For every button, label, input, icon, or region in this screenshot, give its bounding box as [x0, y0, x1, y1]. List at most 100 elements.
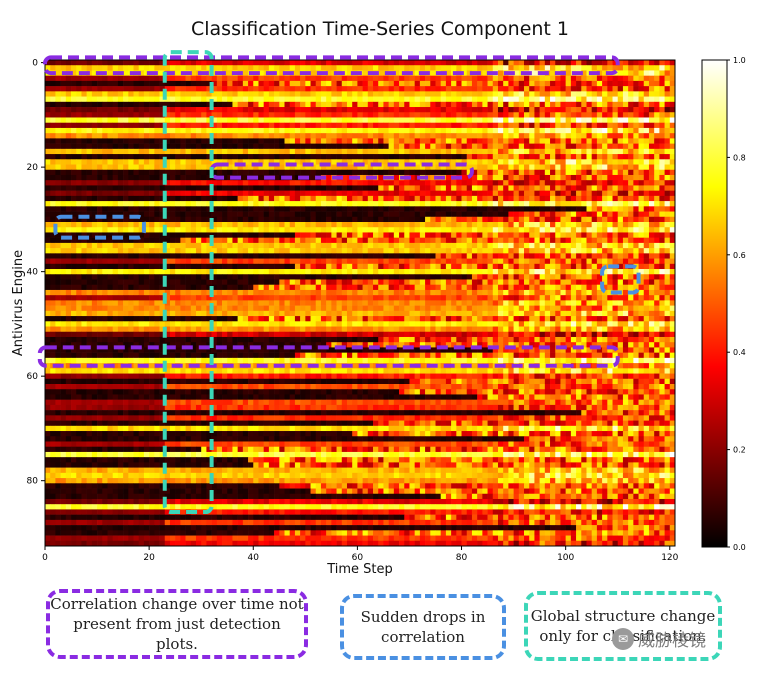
heat-cell — [284, 269, 291, 275]
heat-cell — [65, 159, 72, 165]
heat-cell — [232, 159, 238, 165]
heat-cell — [107, 242, 113, 249]
heat-cell — [91, 101, 98, 108]
heat-cell — [112, 154, 119, 160]
heat-cell — [576, 263, 582, 270]
heat-cell — [274, 253, 280, 259]
heat-cell — [633, 70, 639, 76]
heat-cell — [169, 101, 176, 108]
heat-cell — [336, 201, 343, 207]
heat-cell — [565, 248, 572, 254]
heat-cell — [237, 258, 244, 265]
heat-cell — [607, 127, 613, 134]
heat-cell — [591, 154, 598, 160]
heat-cell — [393, 143, 400, 150]
heat-cell — [143, 169, 150, 176]
heat-cell — [336, 143, 343, 150]
heat-cell — [362, 60, 369, 66]
heat-cell — [643, 232, 650, 238]
heat-cell — [45, 180, 51, 186]
heat-cell — [227, 70, 233, 76]
heat-cell — [128, 195, 134, 202]
heat-cell — [258, 60, 264, 66]
heat-cell — [284, 164, 291, 171]
heat-cell — [195, 174, 202, 181]
heat-cell — [617, 195, 624, 202]
heat-cell — [320, 154, 327, 160]
heat-cell — [659, 101, 665, 108]
heat-cell — [419, 107, 426, 113]
heat-cell — [638, 91, 645, 97]
heat-cell — [258, 133, 264, 139]
heat-cell — [617, 127, 624, 134]
heat-cell — [201, 253, 207, 259]
heat-cell — [284, 185, 291, 191]
heat-cell — [65, 60, 72, 66]
heat-cell — [388, 216, 395, 223]
heat-cell — [508, 253, 514, 259]
heat-cell — [279, 222, 285, 228]
heat-cell — [227, 117, 233, 124]
heat-cell — [65, 258, 72, 265]
heat-cell — [612, 201, 619, 207]
heat-cell — [612, 96, 619, 103]
heat-cell — [492, 206, 499, 212]
heat-cell — [477, 174, 483, 181]
heat-cell — [86, 107, 93, 113]
heat-cell — [586, 60, 592, 66]
heat-cell — [107, 269, 113, 275]
heat-cell — [164, 222, 171, 228]
heat-cell — [560, 143, 566, 150]
heat-cell — [253, 185, 259, 191]
heat-cell — [294, 112, 301, 118]
heat-cell — [55, 154, 61, 160]
heat-cell — [419, 75, 426, 82]
heat-cell — [201, 201, 207, 207]
heat-cell — [534, 185, 540, 191]
heat-cell — [388, 75, 395, 82]
heat-cell — [654, 211, 660, 218]
heat-cell — [492, 148, 499, 155]
heat-cell — [248, 154, 254, 160]
heat-cell — [133, 164, 140, 171]
heat-cell — [628, 101, 634, 108]
heat-cell — [367, 201, 374, 207]
heat-cell — [602, 80, 608, 87]
heat-cell — [149, 195, 155, 202]
heat-cell — [237, 75, 244, 82]
heat-cell — [477, 258, 483, 265]
heat-cell — [180, 112, 186, 118]
heat-cell — [534, 263, 540, 270]
heat-cell — [201, 227, 207, 233]
heat-cell — [65, 117, 72, 124]
heat-cell — [300, 138, 306, 144]
heat-cell — [451, 164, 457, 171]
heat-cell — [471, 211, 478, 218]
heat-cell — [404, 148, 410, 155]
heat-cell — [664, 148, 671, 155]
heat-cell — [570, 133, 577, 139]
heat-cell — [138, 86, 145, 92]
heat-cell — [560, 65, 566, 71]
heat-cell — [357, 263, 363, 270]
heat-cell — [669, 232, 676, 238]
heat-cell — [216, 169, 223, 176]
heat-cell — [300, 216, 306, 223]
heat-cell — [91, 164, 98, 171]
heat-cell — [143, 60, 150, 66]
heat-cell — [445, 159, 452, 165]
heat-cell — [367, 180, 374, 186]
heat-cell — [596, 138, 603, 144]
heat-cell — [456, 127, 462, 134]
heat-cell — [154, 80, 160, 87]
heat-cell — [352, 185, 358, 191]
heat-cell — [409, 263, 415, 270]
heat-cell — [81, 211, 87, 218]
heat-cell — [591, 211, 598, 218]
heat-cell — [393, 65, 400, 71]
heat-cell — [654, 138, 660, 144]
heat-cell — [346, 143, 353, 150]
heat-cell — [633, 237, 639, 244]
heat-cell — [274, 122, 280, 129]
heat-cell — [289, 154, 296, 160]
